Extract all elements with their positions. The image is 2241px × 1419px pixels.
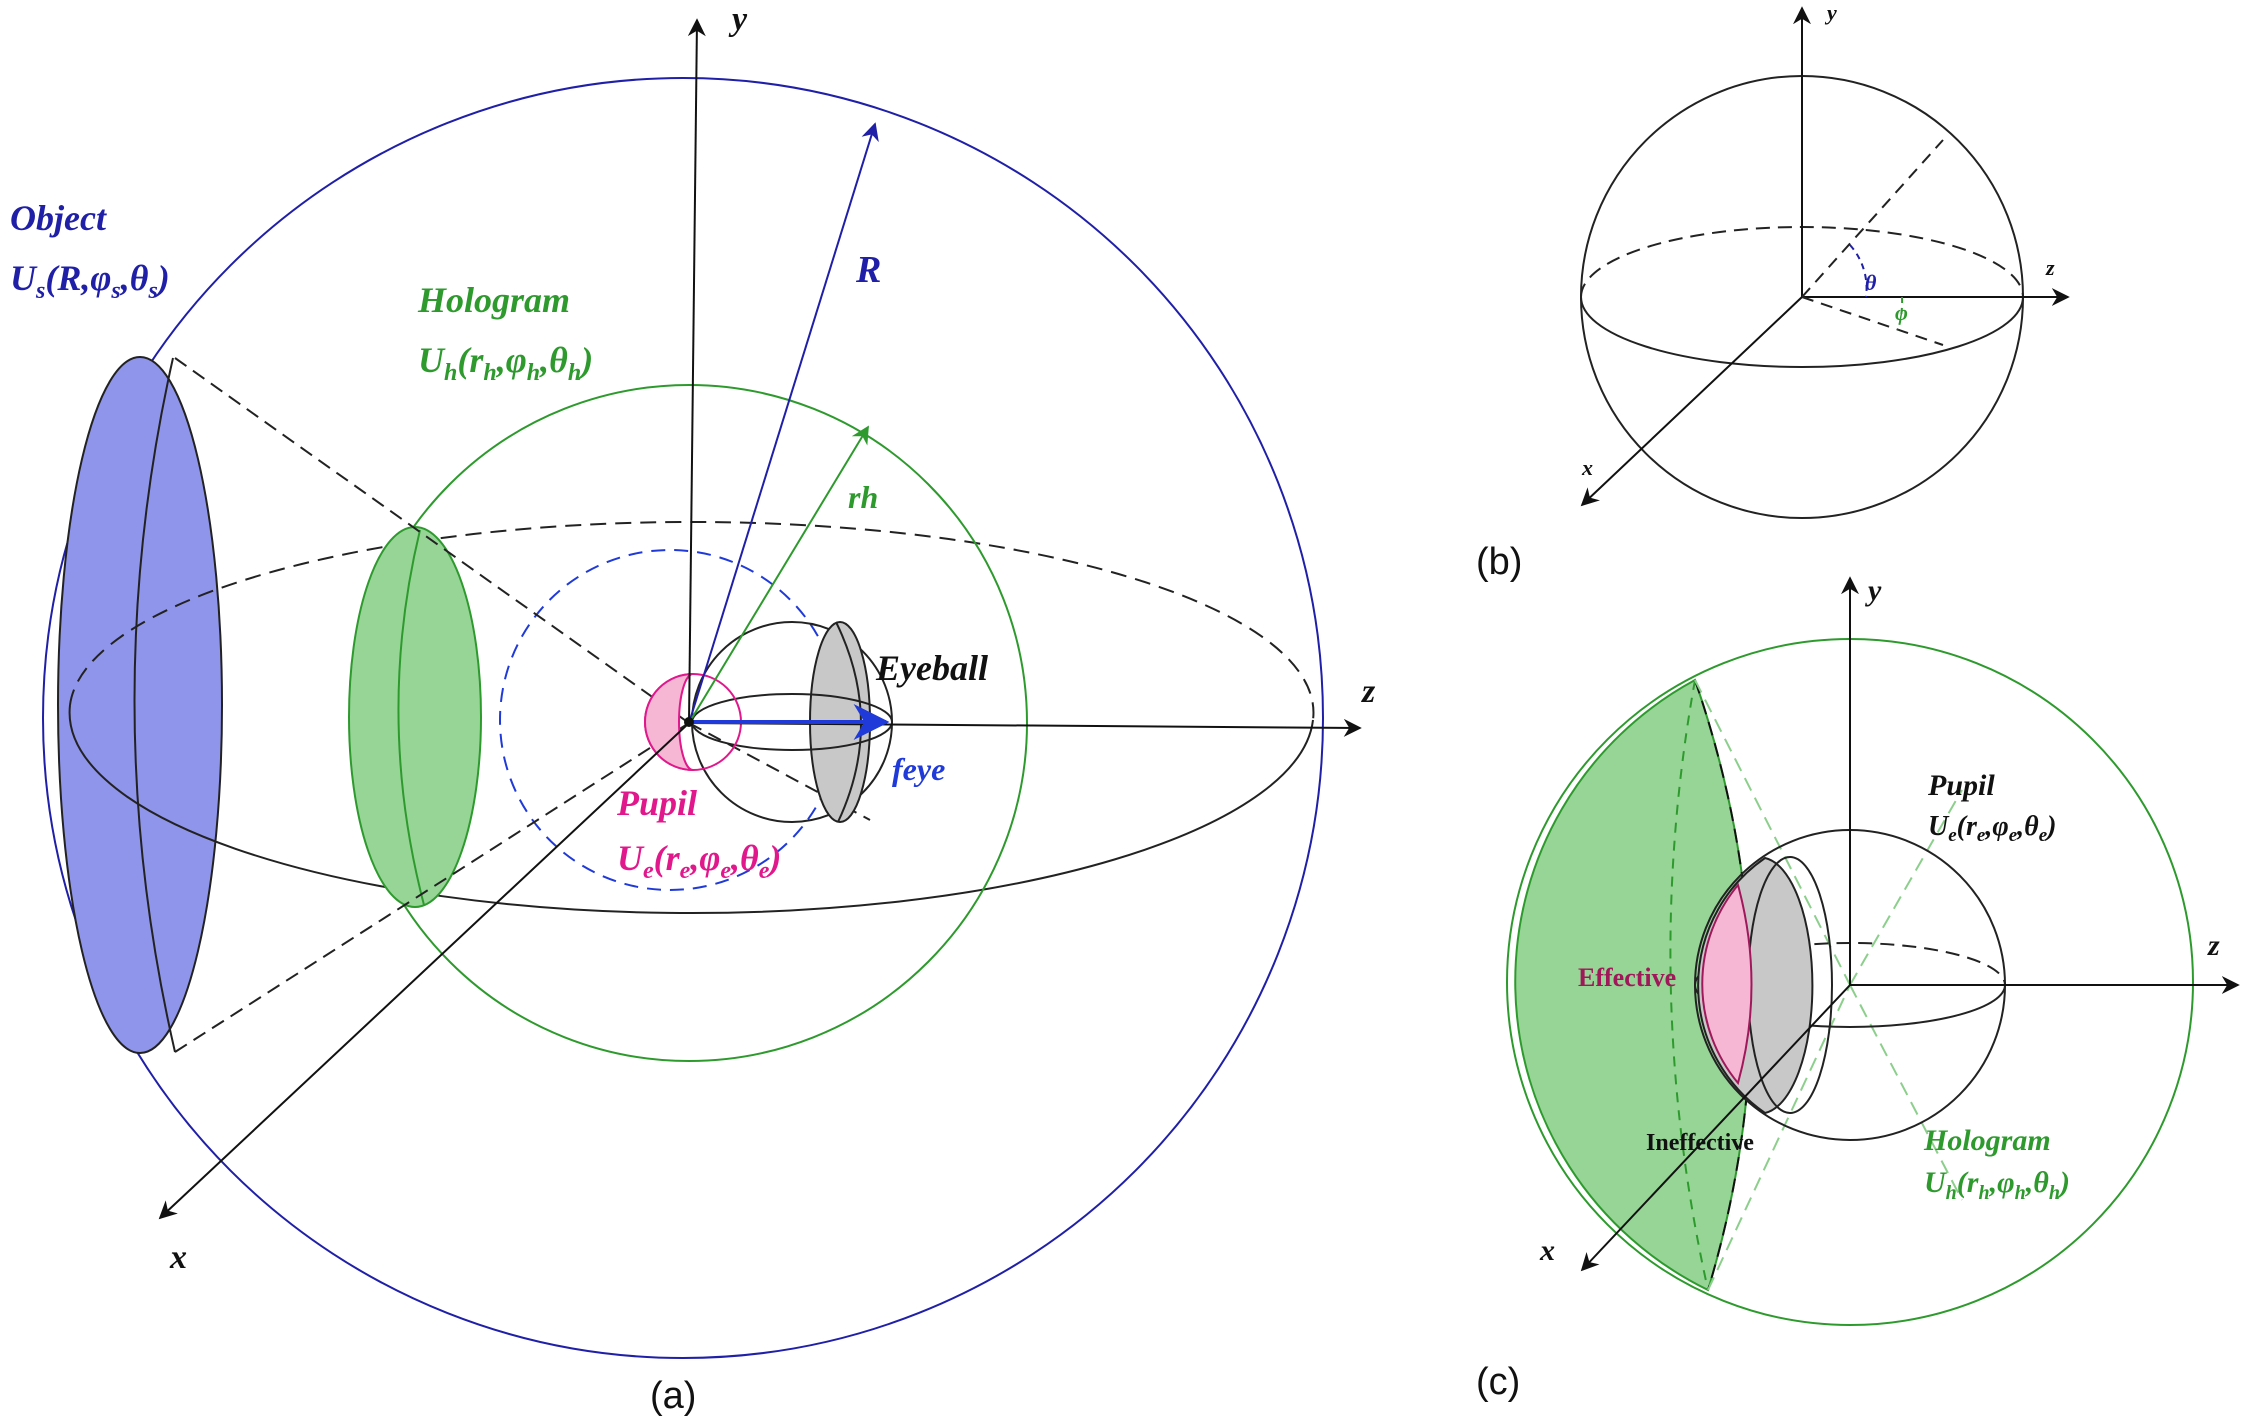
- origin-dot: [684, 717, 694, 727]
- object-title: Object: [10, 198, 107, 238]
- pupil-formula: Ue(re,φe,θe): [617, 838, 781, 884]
- hologram-formula: Uh(rh,φh,θh): [418, 340, 593, 386]
- object-sphere: [42, 77, 1324, 1359]
- b-radius: [1801, 139, 1944, 298]
- pupil-title: Pupil: [616, 783, 697, 823]
- arrow-R: [688, 122, 879, 724]
- c-axis-z-label: z: [2207, 929, 2220, 962]
- cone-line-top: [174, 357, 690, 724]
- b-axis-x: [1580, 296, 1803, 507]
- c-cone-top: [1694, 679, 1851, 986]
- c-axis-x-label: x: [1539, 1234, 1555, 1267]
- b-theta-label: θ: [1865, 270, 1877, 295]
- hologram-cap-inner: [397, 529, 425, 906]
- c-hologram-title: Hologram: [1923, 1124, 2051, 1157]
- axis-y-label: y: [728, 1, 748, 38]
- b-projection: [1801, 296, 1944, 346]
- object-cap-back: [133, 357, 176, 1053]
- rh-label: rh: [848, 479, 878, 515]
- hologram-cap: [348, 526, 482, 908]
- c-pupil-title: Pupil: [1927, 769, 1995, 802]
- cone-line-ext: [688, 722, 871, 821]
- b-axis-z-label: z: [2045, 255, 2055, 280]
- equator-front: [68, 704, 1314, 915]
- c-cone-ext2: [1849, 984, 1963, 1201]
- b-theta-arc: [1849, 244, 1868, 298]
- c-hologram-cap-inner: [1669, 679, 1709, 1291]
- panel-b-caption: (b): [1476, 541, 1522, 583]
- b-phi-label: φ: [1895, 300, 1908, 325]
- axis-x-label: x: [169, 1239, 187, 1276]
- b-axis-y-label: y: [1824, 0, 1837, 25]
- c-hologram-formula: Uh(rh,φh,θh): [1924, 1166, 2070, 1204]
- c-effective-label: Effective: [1578, 963, 1676, 992]
- equator-back: [69, 520, 1315, 721]
- panel-c-caption: (c): [1476, 1361, 1520, 1403]
- c-axis-x: [1580, 984, 1851, 1272]
- feye-label: feye: [892, 751, 945, 787]
- axis-z-label: z: [1361, 673, 1376, 710]
- c-cone-bottom: [1707, 984, 1851, 1291]
- c-pupil-formula: Ue(re,φe,θe): [1928, 811, 2056, 846]
- R-label: R: [855, 249, 881, 291]
- hologram-title: Hologram: [417, 280, 570, 320]
- c-effective-cap: [1701, 882, 1753, 1086]
- object-cap: [57, 356, 223, 1054]
- pupil-cap: [644, 673, 694, 771]
- c-axis-y-label: y: [1865, 574, 1882, 607]
- object-formula: Us(R,φs,θs): [10, 258, 170, 304]
- cone-line-bottom: [174, 722, 690, 1053]
- c-cone-ext1: [1849, 789, 1963, 986]
- c-ineffective-label: Ineffective: [1646, 1130, 1754, 1156]
- panel-a: y z x Object Us(R,φs,θs) Hologram Uh(rh,…: [10, 1, 1376, 1417]
- b-axis-x-label: x: [1581, 455, 1593, 480]
- panel-c: y z x Pupil Ue(re,φe,θe) Effective Ineff…: [1476, 574, 2240, 1403]
- panel-a-caption: (a): [650, 1375, 696, 1417]
- axis-x: [158, 722, 690, 1220]
- axis-y: [687, 18, 706, 724]
- b-phi-arc: [1897, 296, 1904, 331]
- b-equator-front: [1580, 296, 2024, 368]
- panel-b: y z x θ φ (b): [1476, 0, 2070, 583]
- arrow-rh: [688, 425, 869, 724]
- eyeball-label: Eyeball: [875, 648, 988, 688]
